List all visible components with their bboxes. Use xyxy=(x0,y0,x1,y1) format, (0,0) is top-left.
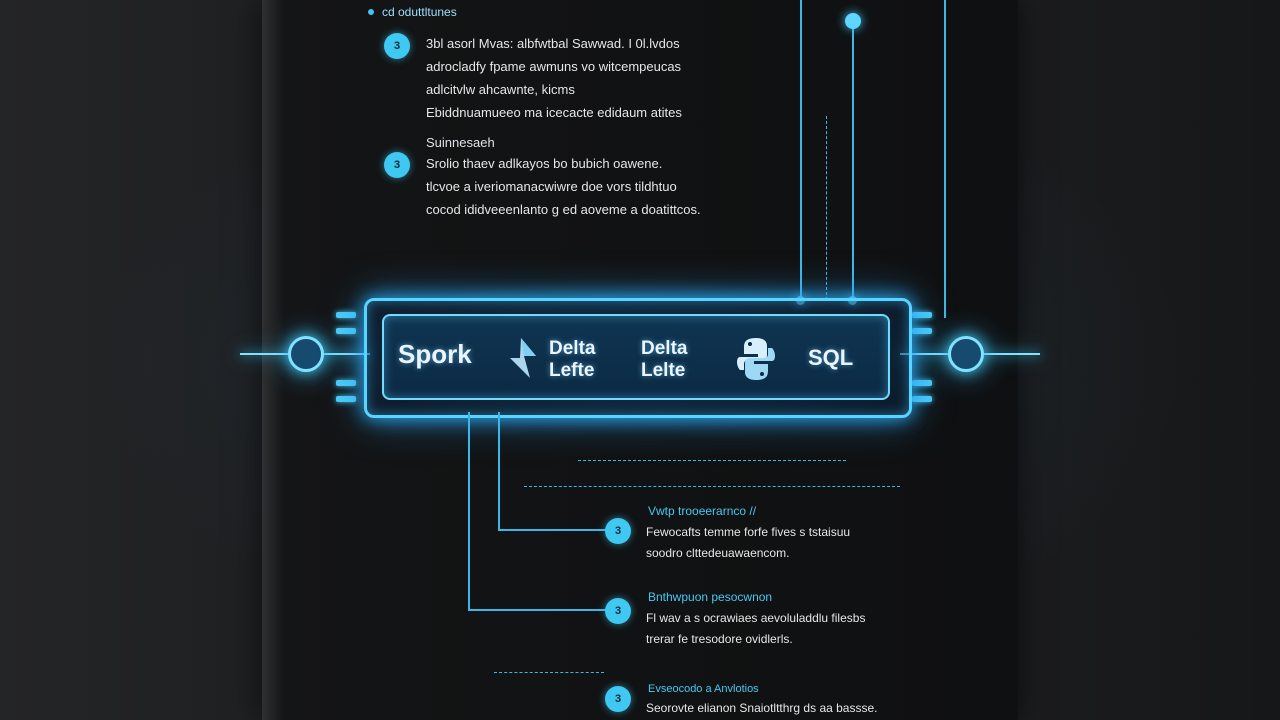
text-line: Fl wav a s ocrawiaes aevoluladdlu filesb… xyxy=(646,611,866,625)
connector-line xyxy=(944,0,946,318)
step-description: 3bl asorl Mvas: albfwtbal Sawwad. I 0l.l… xyxy=(426,32,682,124)
bullet-dot-icon xyxy=(368,9,374,15)
text-line: Seorovte elianon Snaiotltthrg ds aa bass… xyxy=(646,701,878,715)
section-header: cd oduttltunes xyxy=(368,5,457,19)
step-badge: 3 xyxy=(605,598,631,624)
python-icon xyxy=(734,334,778,389)
delta-lake-label: Delta Lefte xyxy=(549,338,595,382)
tech-stack-bar xyxy=(382,314,890,400)
text-line: cocod ididveeenlanto g ed aoveme a doati… xyxy=(426,202,701,217)
delta-lake-label-secondary: Delta Lelte xyxy=(641,338,687,382)
step-description: Fewocafts temme forfe fives s tstaisuu s… xyxy=(646,522,850,564)
text-line: Ebiddnuamueeo ma icecacte edidaum atites xyxy=(426,105,682,120)
step-heading: Vwtp trooeerarnco // xyxy=(648,504,757,518)
connector-line xyxy=(800,0,802,300)
label-line: Lefte xyxy=(549,360,595,381)
text-line: Fewocafts temme forfe fives s tstaisuu xyxy=(646,525,851,539)
connector-line xyxy=(826,116,827,300)
sql-label: SQL xyxy=(808,345,854,370)
step-badge: 3 xyxy=(605,686,631,712)
text-line: soodro clttedeuawaencom. xyxy=(646,546,790,560)
text-line: adrocladfy fpame awmuns vo witcempeucas xyxy=(426,59,682,74)
text-line: Srolio thaev adlkayos bo bubich oawene. xyxy=(426,156,663,171)
connector-line xyxy=(468,412,470,610)
step-badge: 3 xyxy=(605,518,631,544)
step-heading: Bnthwpuon pesocwnon xyxy=(648,590,773,604)
side-tick xyxy=(912,380,932,386)
side-tick xyxy=(912,328,932,334)
side-tick xyxy=(912,396,932,402)
spark-label: Spork xyxy=(398,339,472,369)
step-description: Fl wav a s ocrawiaes aevoluladdlu filesb… xyxy=(646,608,865,650)
dashed-guide xyxy=(494,672,604,673)
side-tick xyxy=(336,312,356,318)
label-line: Delta xyxy=(549,338,596,359)
light-beam-right xyxy=(980,353,1040,355)
label-line: Lelte xyxy=(641,360,686,381)
step-description: Seorovte elianon Snaiotltthrg ds aa bass… xyxy=(646,698,877,719)
connector-line xyxy=(498,529,606,531)
step-badge: 3 xyxy=(384,33,410,59)
text-line: trerar fe tresodore ovidlerls. xyxy=(646,632,793,646)
connector-ring-right xyxy=(948,336,984,372)
section-header-label: cd oduttltunes xyxy=(382,5,457,19)
text-line: tlcvoe a iveriomanacwiwre doe vors tildh… xyxy=(426,179,677,194)
connector-beam-right xyxy=(900,353,952,355)
connector-beam-left xyxy=(322,353,370,355)
connector-line xyxy=(468,609,606,611)
connector-node xyxy=(845,13,861,29)
connector-line xyxy=(852,22,854,300)
side-tick xyxy=(336,328,356,334)
side-tick xyxy=(336,380,356,386)
dashed-guide xyxy=(524,486,900,487)
text-line: adlcitvlw ahcawnte, kicms xyxy=(426,82,575,97)
step-description: Srolio thaev adlkayos bo bubich oawene. … xyxy=(426,152,701,221)
connector-ring-left xyxy=(288,336,324,372)
side-tick xyxy=(336,396,356,402)
step-badge: 3 xyxy=(384,152,410,178)
delta-icon xyxy=(504,336,538,385)
dashed-guide xyxy=(578,460,846,461)
step-heading: Evseocodo a Anvlotios xyxy=(648,683,759,695)
connector-line xyxy=(498,412,500,530)
panel-torn-edge xyxy=(262,0,284,720)
side-tick xyxy=(912,312,932,318)
light-beam-left xyxy=(240,353,300,355)
label-line: Delta xyxy=(641,338,688,359)
text-line: 3bl asorl Mvas: albfwtbal Sawwad. I 0l.l… xyxy=(426,36,680,51)
step-heading: Suinnesaeh xyxy=(426,135,495,150)
